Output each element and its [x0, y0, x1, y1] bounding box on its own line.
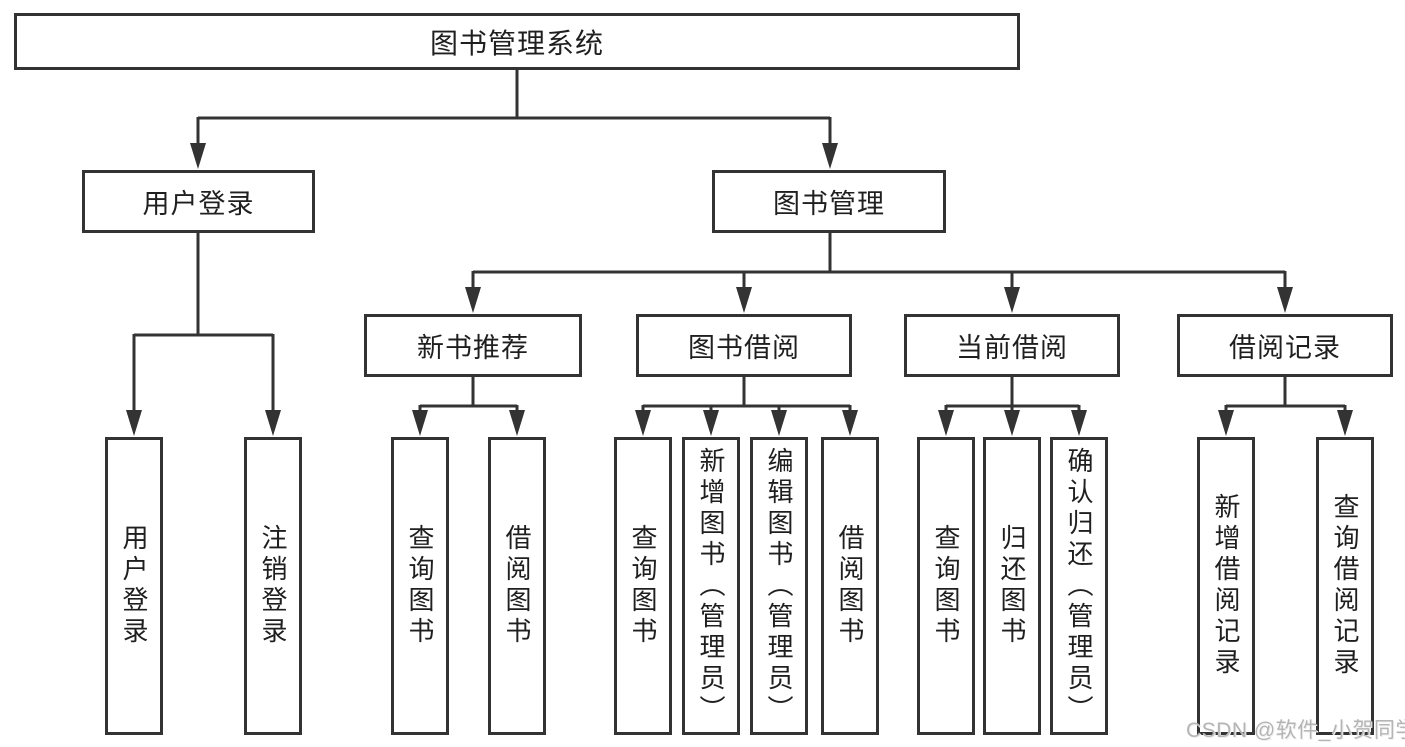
node-new-book-recommend-label: 新书推荐	[417, 333, 529, 363]
leaf-return-books: 归还图书	[983, 437, 1041, 735]
arrowheads	[126, 143, 1353, 436]
leaf-add-books-admin-label: 新增图书（管理员）	[696, 446, 726, 726]
leaf-borrow-books-1: 借阅图书	[488, 437, 546, 735]
leaf-borrow-books-2: 借阅图书	[821, 437, 879, 735]
leaf-borrow-books-2-label: 借阅图书	[835, 524, 865, 648]
node-book-borrow: 图书借阅	[636, 314, 852, 377]
node-new-book-recommend: 新书推荐	[364, 314, 582, 377]
leaf-query-books-2-label: 查询图书	[628, 524, 658, 648]
node-root-label: 图书管理系统	[429, 27, 604, 59]
leaf-query-books-1: 查询图书	[391, 437, 449, 735]
leaf-query-books-1-label: 查询图书	[405, 524, 435, 648]
leaf-user-login: 用户登录	[105, 437, 163, 735]
leaf-edit-books-admin: 编辑图书（管理员）	[750, 437, 808, 735]
leaf-add-borrow-record-label: 新增借阅记录	[1211, 493, 1241, 679]
node-root-system: 图书管理系统	[14, 13, 1020, 70]
leaf-confirm-return-admin-label: 确认归还（管理员）	[1064, 446, 1094, 726]
leaf-logout-label: 注销登录	[258, 524, 288, 648]
leaf-query-books-2: 查询图书	[614, 437, 672, 735]
leaf-add-borrow-record: 新增借阅记录	[1197, 437, 1255, 735]
node-user-login: 用户登录	[82, 170, 315, 233]
leaf-add-books-admin: 新增图书（管理员）	[682, 437, 740, 735]
node-borrow-records-label: 借阅记录	[1229, 333, 1341, 363]
node-user-login-label: 用户登录	[142, 189, 255, 219]
node-book-management-label: 图书管理	[773, 189, 885, 219]
leaf-return-books-label: 归还图书	[997, 524, 1027, 648]
leaf-query-borrow-record: 查询借阅记录	[1316, 437, 1374, 735]
node-book-borrow-label: 图书借阅	[688, 333, 800, 363]
leaf-query-books-3-label: 查询图书	[931, 524, 961, 648]
node-borrow-records: 借阅记录	[1177, 314, 1393, 377]
leaf-query-borrow-record-label: 查询借阅记录	[1330, 493, 1360, 679]
leaf-query-books-3: 查询图书	[917, 437, 975, 735]
leaf-confirm-return-admin: 确认归还（管理员）	[1050, 437, 1108, 735]
leaf-user-login-label: 用户登录	[119, 524, 149, 648]
leaf-edit-books-admin-label: 编辑图书（管理员）	[764, 446, 794, 726]
leaf-borrow-books-1-label: 借阅图书	[502, 524, 532, 648]
node-current-borrow-label: 当前借阅	[956, 333, 1068, 363]
csdn-watermark: CSDN @软件_小贺同学	[1186, 719, 1405, 742]
leaf-logout: 注销登录	[244, 437, 302, 735]
node-current-borrow: 当前借阅	[904, 314, 1120, 377]
node-book-management: 图书管理	[712, 170, 946, 233]
